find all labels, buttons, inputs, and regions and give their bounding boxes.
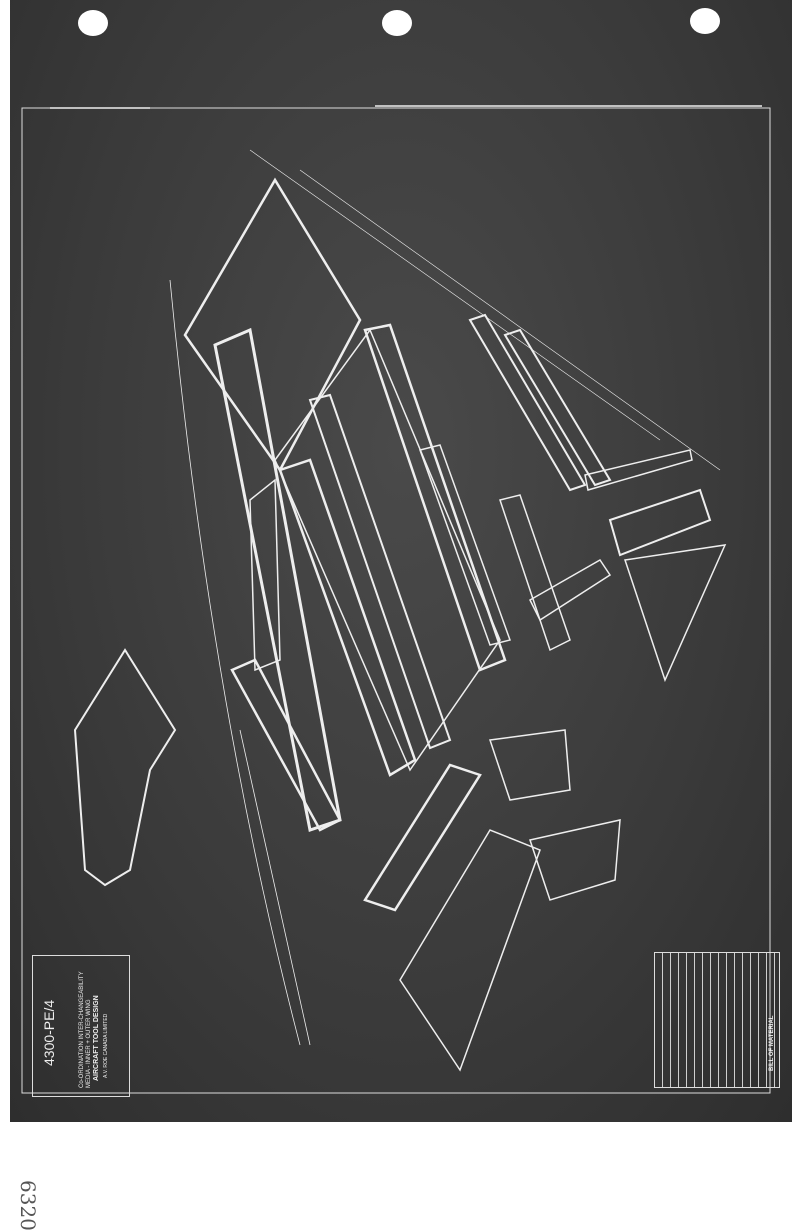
isometric-wing-jig-drawing: [21, 105, 771, 1094]
punch-hole: [78, 10, 108, 36]
bom-heading: BILL OF MATERIAL: [769, 1015, 775, 1071]
drawing-number: 4300-PE/4: [41, 999, 57, 1066]
department-name: AIRCRAFT TOOL DESIGN: [93, 995, 100, 1081]
company-name: A.V. ROE CANADA LIMITED: [103, 1013, 109, 1078]
bill-of-material-table: BILL OF MATERIAL: [654, 952, 780, 1088]
punch-hole: [690, 8, 720, 34]
title-block: A.V. ROE CANADA LIMITED AIRCRAFT TOOL DE…: [32, 955, 130, 1097]
punch-hole: [382, 10, 412, 36]
drawing-title: Co-ORDINATION INTER-CHANGEABILITY MEDIA …: [79, 971, 92, 1088]
blueprint-sheet: A.V. ROE CANADA LIMITED AIRCRAFT TOOL DE…: [10, 0, 792, 1122]
handwritten-note: 6320: [16, 1180, 40, 1231]
